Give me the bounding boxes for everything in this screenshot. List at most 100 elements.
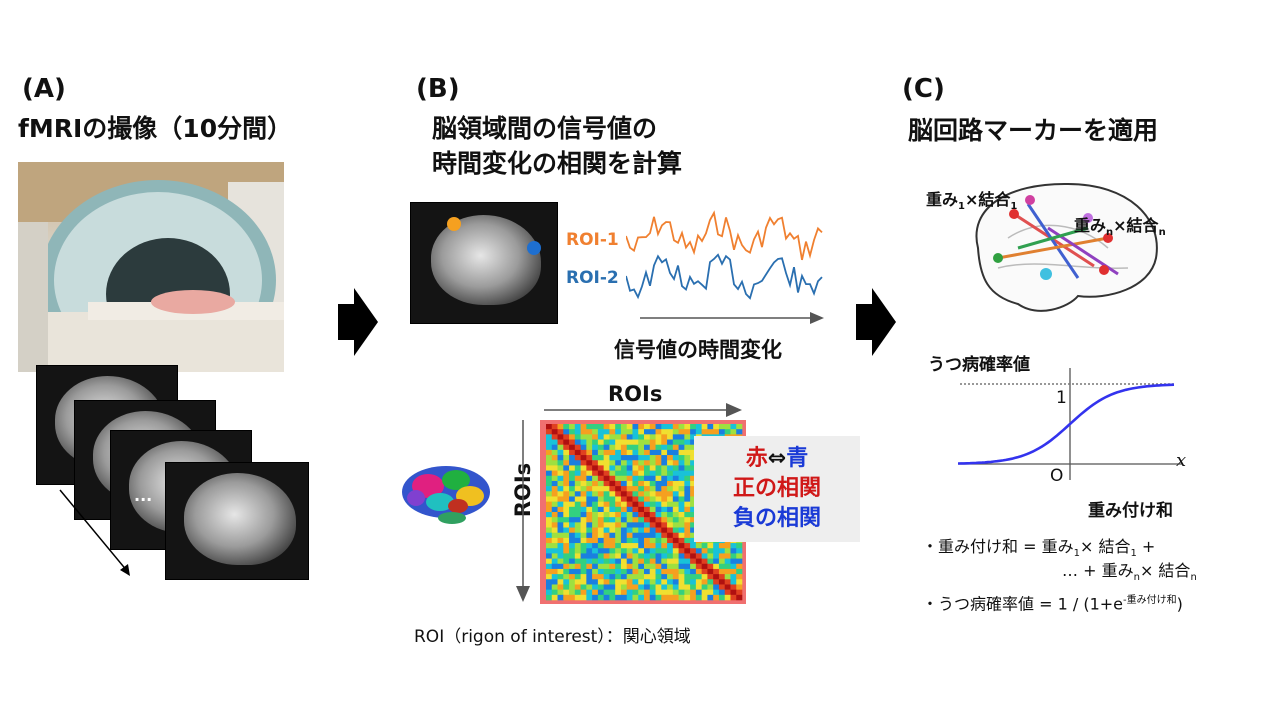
matrix-cell <box>592 444 599 451</box>
matrix-cell <box>661 439 668 446</box>
matrix-cell <box>695 589 702 596</box>
matrix-cell <box>730 548 737 554</box>
matrix-cell <box>678 480 685 487</box>
matrix-cell <box>661 553 668 559</box>
matrix-cell <box>632 517 639 523</box>
matrix-cell <box>684 594 691 601</box>
matrix-cell <box>684 584 691 590</box>
matrix-cell <box>667 496 674 502</box>
matrix-cell <box>615 506 622 513</box>
matrix-cell <box>667 543 674 549</box>
matrix-cell <box>546 584 553 590</box>
matrix-cell <box>644 553 651 559</box>
matrix-cell <box>563 527 570 534</box>
matrix-cell <box>546 475 553 482</box>
matrix-cell <box>546 455 553 461</box>
matrix-cell <box>649 444 656 451</box>
matrix-cell <box>724 568 731 575</box>
matrix-cell <box>655 522 662 528</box>
matrix-cell <box>661 480 668 487</box>
matrix-cell <box>661 501 668 508</box>
matrix-cell <box>626 574 633 580</box>
matrix-cell <box>586 594 593 601</box>
matrix-cell <box>655 460 662 466</box>
matrix-cell <box>695 548 702 554</box>
matrix-cell <box>546 506 553 513</box>
matrix-cell <box>678 496 685 502</box>
matrix-cell <box>644 517 651 523</box>
matrix-cell <box>557 460 564 466</box>
matrix-cell <box>603 465 610 471</box>
matrix-cell <box>546 589 553 596</box>
matrix-cell <box>638 543 645 549</box>
matrix-cell <box>626 460 633 466</box>
matrix-cell <box>626 470 633 477</box>
matrix-cell <box>707 568 714 575</box>
formula-weighted-sum-line2: … + 重みn× 結合n <box>1062 561 1197 584</box>
matrix-cell <box>661 429 668 435</box>
matrix-cell <box>592 486 599 492</box>
sigmoid-origin: O <box>1050 466 1064 486</box>
matrix-cell <box>672 455 679 461</box>
matrix-cell <box>603 594 610 601</box>
matrix-cell <box>724 574 731 580</box>
matrix-cell <box>655 563 662 570</box>
matrix-cell <box>724 589 731 596</box>
matrix-cell <box>672 537 679 544</box>
matrix-cell <box>574 584 581 590</box>
matrix-cell <box>667 512 674 518</box>
matrix-cell <box>592 470 599 477</box>
matrix-cell <box>667 491 674 497</box>
matrix-cell <box>690 584 697 590</box>
matrix-cell <box>724 553 731 559</box>
matrix-cell <box>678 532 685 539</box>
matrix-cell <box>644 527 651 534</box>
matrix-cell <box>603 589 610 596</box>
matrix-cell <box>684 496 691 502</box>
matrix-cell <box>620 532 627 539</box>
matrix-cell <box>678 424 685 430</box>
matrix-cell <box>557 449 564 456</box>
matrix-cell <box>569 455 576 461</box>
matrix-cell <box>667 460 674 466</box>
matrix-cell <box>649 470 656 477</box>
legend-positive-correlation: 正の相関 <box>732 476 821 501</box>
matrix-cell <box>678 568 685 575</box>
matrix-cell <box>730 589 737 596</box>
matrix-cell <box>644 512 651 518</box>
matrix-cell <box>574 527 581 534</box>
panel-b-title-line1: 脳領域間の信号値の <box>432 114 658 143</box>
matrix-cell <box>684 434 691 440</box>
matrix-cell <box>684 470 691 477</box>
matrix-cell <box>592 532 599 539</box>
matrix-cell <box>736 563 743 570</box>
matrix-cell <box>563 522 570 528</box>
matrix-cell <box>580 480 587 487</box>
matrix-cell <box>649 517 656 523</box>
matrix-cell <box>563 465 570 471</box>
matrix-cell <box>632 434 639 440</box>
matrix-cell <box>557 543 564 549</box>
matrix-cell <box>632 512 639 518</box>
matrix-cell <box>586 491 593 497</box>
matrix-cell <box>736 584 743 590</box>
matrix-cell <box>603 486 610 492</box>
matrix-cell <box>592 475 599 482</box>
matrix-cell <box>661 589 668 596</box>
matrix-cell <box>557 589 564 596</box>
matrix-cell <box>661 532 668 539</box>
matrix-cell <box>672 517 679 523</box>
matrix-cell <box>661 491 668 497</box>
matrix-cell <box>586 553 593 559</box>
matrix-cell <box>592 496 599 502</box>
matrix-cell <box>586 449 593 456</box>
matrix-cell <box>569 579 576 585</box>
matrix-cell <box>546 527 553 534</box>
matrix-cell <box>667 574 674 580</box>
matrix-cell <box>690 558 697 565</box>
matrix-cell <box>644 574 651 580</box>
matrix-cell <box>626 589 633 596</box>
matrix-cell <box>690 589 697 596</box>
matrix-cell <box>655 589 662 596</box>
matrix-cell <box>620 460 627 466</box>
